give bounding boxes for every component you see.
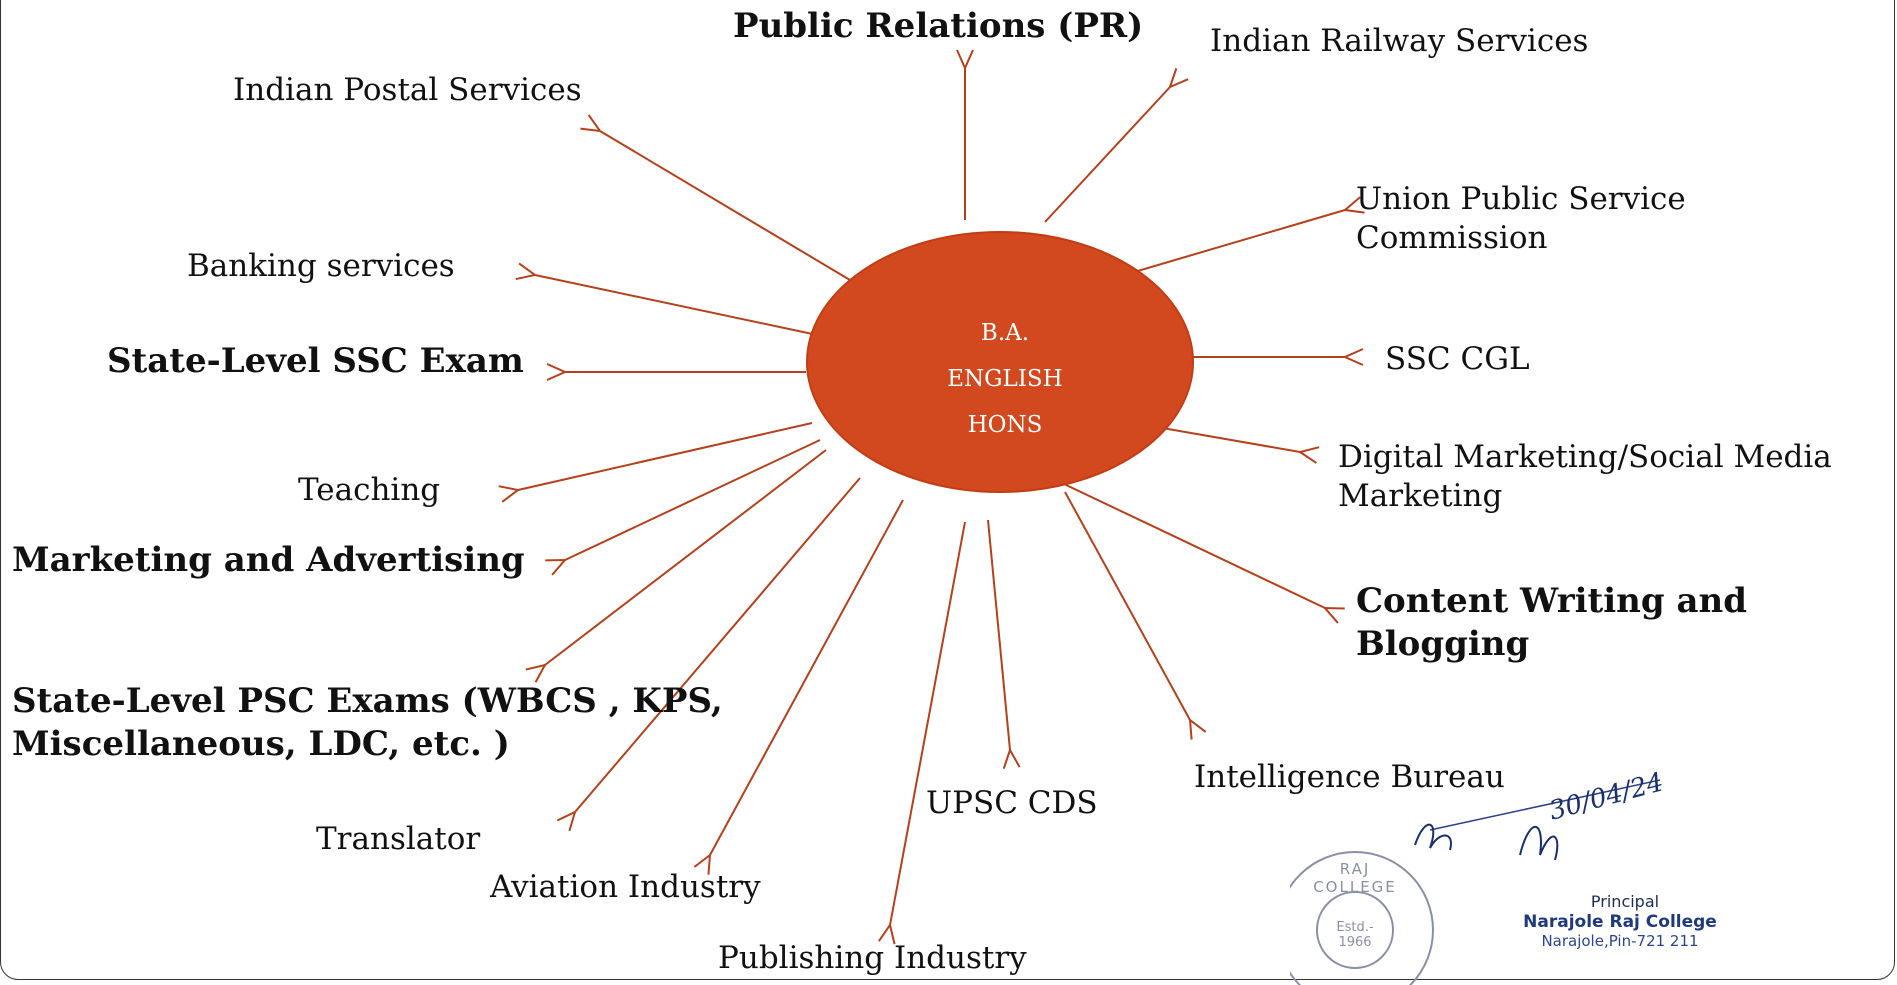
arrow-to-intelligence: [1064, 491, 1190, 720]
career-label-line: Translator: [316, 821, 481, 857]
arrow-to-teaching: [518, 422, 813, 490]
arrow-to-marketing: [565, 439, 821, 560]
principal-stamp: 30/04/24 RAJ COLLEGE Estd.- 1966 Princip…: [1290, 760, 1897, 985]
career-label-line: UPSC CDS: [926, 785, 1098, 821]
center-line-1: B.A.: [980, 320, 1030, 346]
career-label-line: Public Relations (PR): [733, 6, 1144, 46]
center-line-3: HONS: [967, 412, 1043, 438]
career-label-marketing-and-advertising: Marketing and Advertising: [12, 539, 525, 582]
stamp-title: Principal: [1590, 892, 1660, 911]
career-label-translator: Translator: [316, 820, 480, 859]
career-label-indian-postal-services: Indian Postal Services: [233, 71, 582, 110]
career-label-line: Indian Postal Services: [233, 72, 582, 108]
arrow-to-postal: [600, 131, 856, 284]
career-label-line: State-Level PSC Exams (WBCS , KPS,: [12, 681, 723, 721]
career-label-aviation-industry: Aviation Industry: [490, 868, 761, 907]
career-label-ssc-cgl: SSC CGL: [1385, 340, 1530, 379]
career-label-upsc-cds: UPSC CDS: [926, 784, 1098, 823]
career-label-line: Marketing: [1338, 477, 1503, 514]
arrow-to-translator: [575, 477, 861, 812]
career-label-publishing-industry: Publishing Industry: [718, 939, 1027, 978]
career-label-indian-railway-services: Indian Railway Services: [1210, 22, 1588, 61]
career-label-line: Banking services: [187, 248, 455, 284]
career-label-line: Publishing Industry: [718, 940, 1027, 976]
career-label-line: Miscellaneous, LDC, etc. ): [12, 723, 510, 764]
center-node-label: B.A. ENGLISH HONS: [905, 310, 1105, 448]
signature-strokes: [1290, 779, 1661, 985]
career-label-line: Marketing and Advertising: [12, 540, 525, 580]
career-label-line: SSC CGL: [1385, 341, 1530, 377]
stamp-address: Narajole,Pin-721 211: [1541, 932, 1699, 950]
career-label-state-level-psc-exams: State-Level PSC Exams (WBCS , KPS,Miscel…: [12, 680, 723, 765]
career-label-line: Intelligence Bureau: [1194, 759, 1505, 795]
center-line-2: ENGLISH: [947, 366, 1063, 392]
career-label-intelligence-bureau: Intelligence Bureau: [1194, 758, 1505, 797]
career-label-teaching: Teaching: [298, 471, 440, 510]
arrow-to-railway: [1044, 87, 1170, 223]
stamp-college: Narajole Raj College: [1523, 912, 1717, 932]
career-label-line: Blogging: [1356, 623, 1530, 664]
arrow-to-aviation: [710, 499, 904, 855]
arrow-to-psc: [545, 449, 827, 665]
career-label-line: Indian Railway Services: [1210, 23, 1589, 59]
career-label-line: Union Public Service: [1356, 181, 1686, 217]
career-label-public-relations: Public Relations (PR): [733, 5, 1143, 48]
career-label-line: Digital Marketing/Social Media: [1338, 439, 1832, 475]
career-label-banking-services: Banking services: [187, 247, 455, 286]
seal-ring-text: RAJ COLLEGE: [1313, 860, 1397, 896]
arrows-group: [518, 68, 1345, 925]
seal-center-text: Estd.- 1966: [1336, 920, 1374, 950]
center-node: [806, 231, 1194, 493]
arrow-to-banking: [535, 275, 823, 337]
career-label-line: Teaching: [298, 472, 441, 508]
arrow-to-publishing: [890, 521, 966, 925]
career-label-line: State-Level SSC Exam: [107, 341, 524, 381]
arrow-to-cds: [987, 519, 1010, 750]
career-label-line: Content Writing and: [1356, 581, 1748, 621]
career-label-state-level-ssc-exam: State-Level SSC Exam: [107, 340, 524, 383]
career-label-line: Aviation Industry: [490, 869, 761, 905]
arrow-to-content: [1063, 483, 1325, 608]
career-label-line: Commission: [1356, 219, 1548, 256]
